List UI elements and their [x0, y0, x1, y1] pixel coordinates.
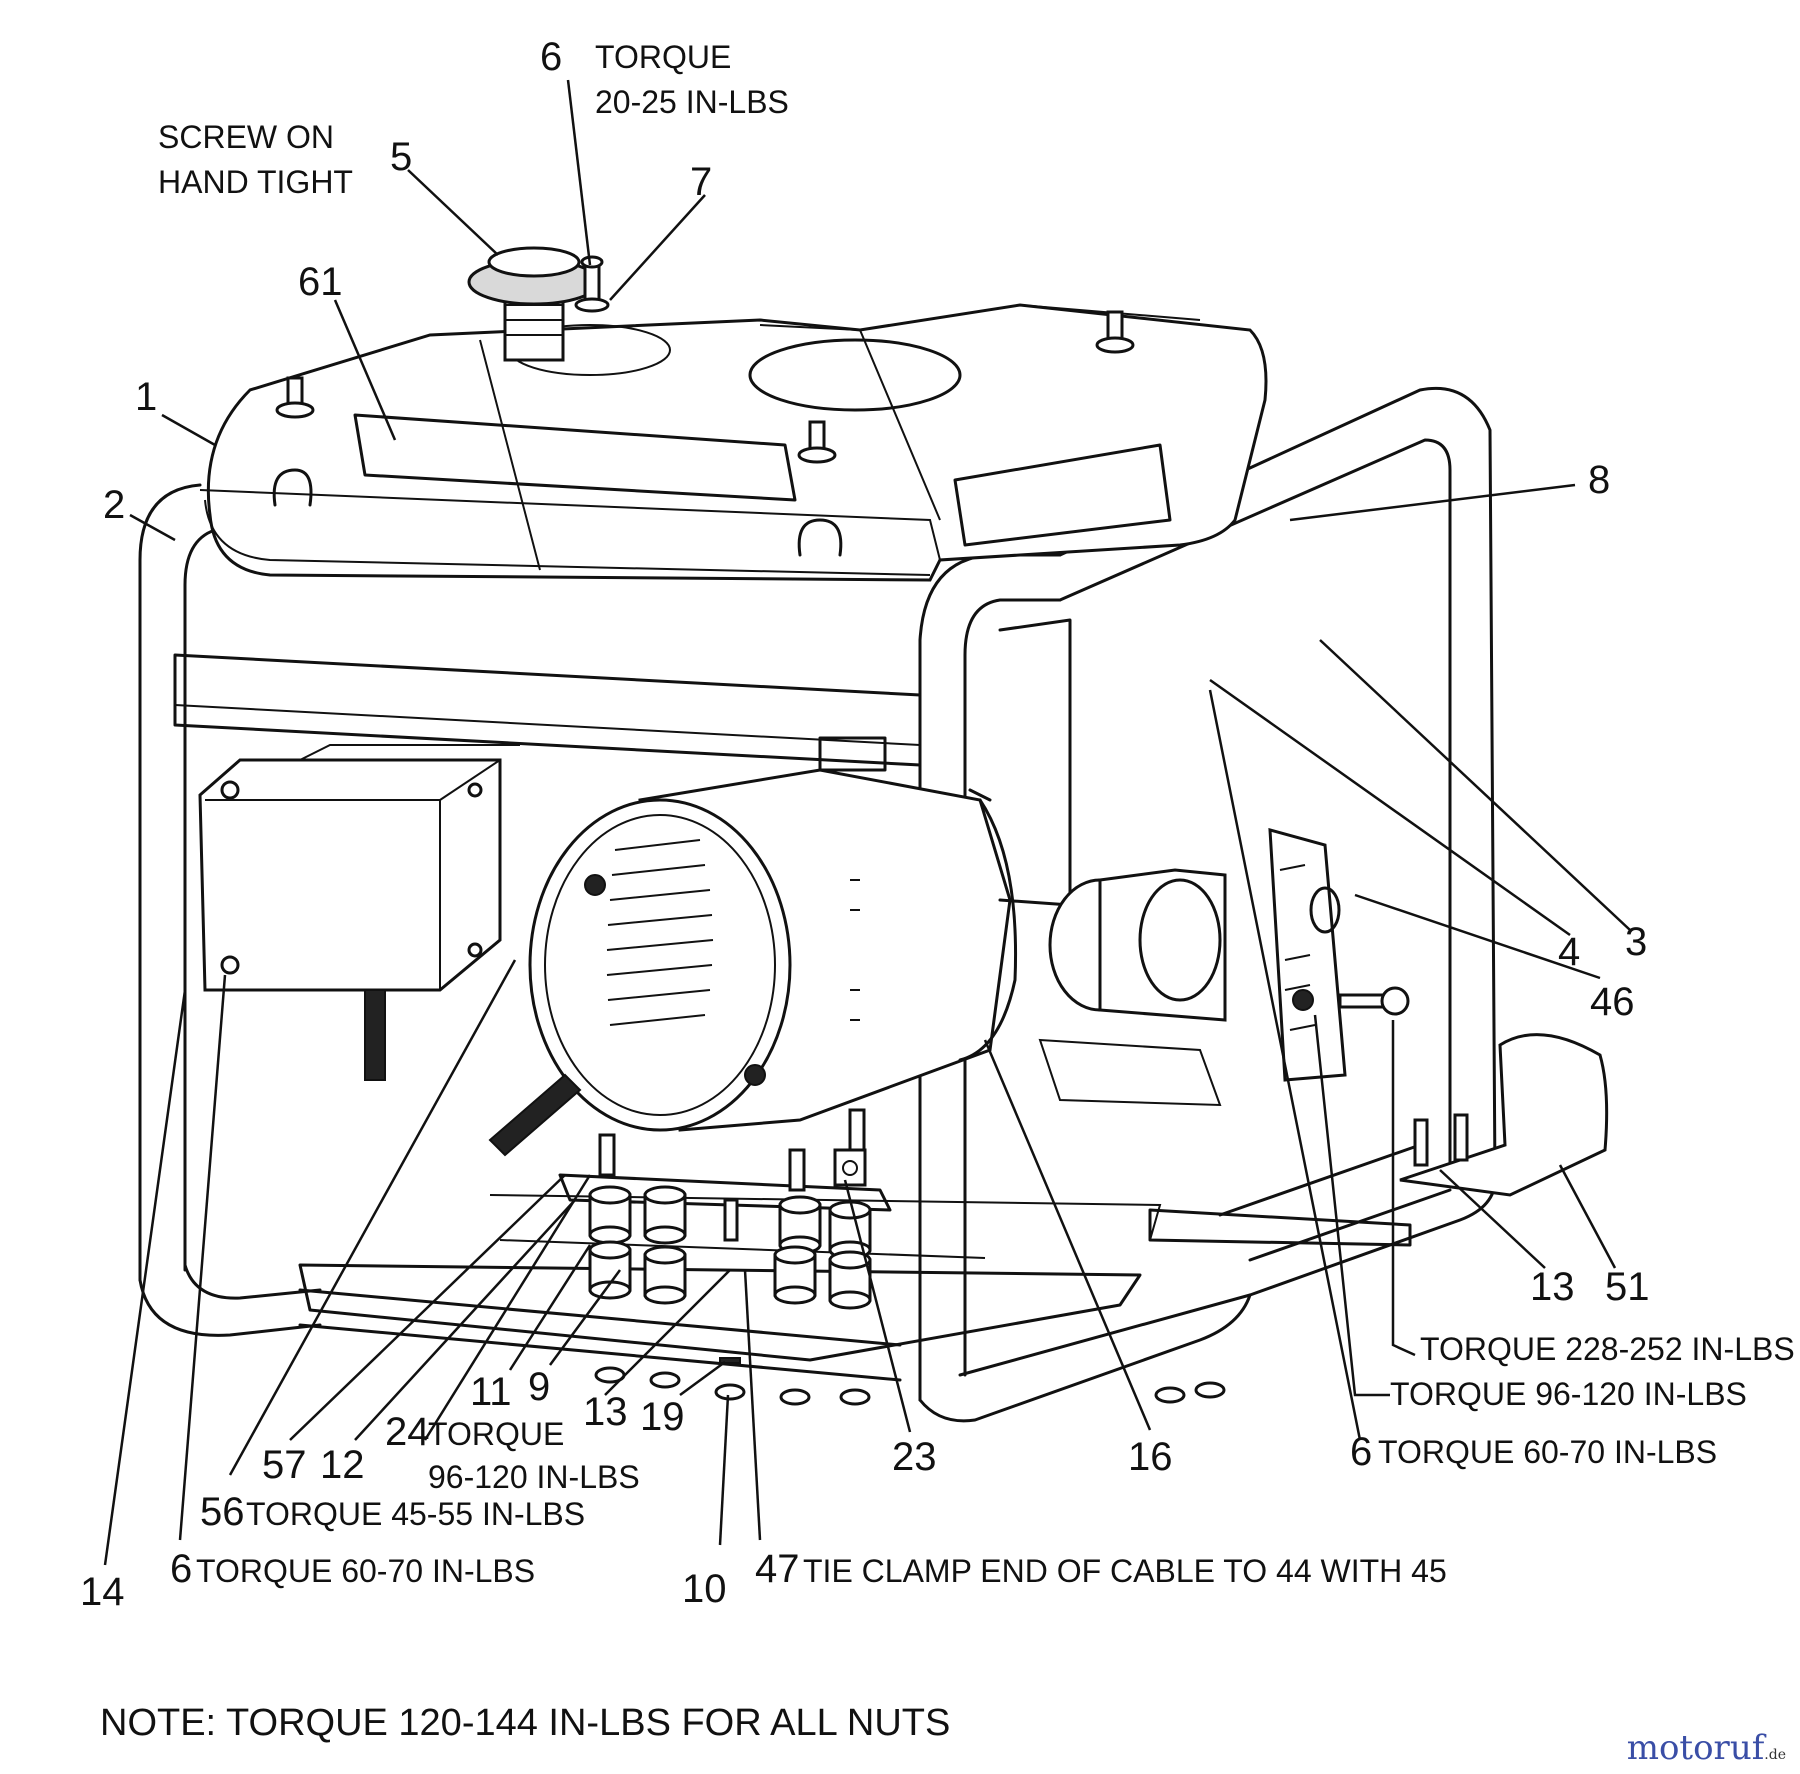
callout-47: 47 [755, 1547, 800, 1591]
callout-56: 56 [200, 1490, 245, 1534]
torque-note-top-line2: 20-25 IN-LBS [595, 84, 789, 120]
callout-6-right: 6 [1350, 1430, 1372, 1474]
callout-3: 3 [1625, 920, 1647, 964]
callout-12: 12 [320, 1443, 365, 1487]
footer-note: NOTE: TORQUE 120-144 IN-LBS FOR ALL NUTS [100, 1702, 950, 1744]
hose [488, 1073, 582, 1157]
callout-10: 10 [682, 1567, 727, 1611]
callout-16: 16 [1128, 1435, 1173, 1479]
torque-note-96-right: TORQUE 96-120 IN-LBS [1390, 1376, 1747, 1412]
alternator-louvers [606, 839, 714, 1026]
torque-note-60-left: TORQUE 60-70 IN-LBS [196, 1553, 535, 1589]
muffler-guard [1399, 1033, 1609, 1197]
base-plate [298, 1194, 1412, 1362]
torque-note-45: TORQUE 45-55 IN-LBS [246, 1496, 585, 1532]
callout-9: 9 [528, 1365, 550, 1409]
watermark-logo: motoruf.de [1627, 1728, 1786, 1768]
callout-46: 46 [1590, 980, 1635, 1024]
callout-8: 8 [1588, 458, 1610, 502]
washer-19 [719, 1357, 741, 1364]
base-nuts [594, 1366, 1226, 1406]
fuel-cap [467, 246, 601, 362]
control-box [198, 744, 520, 1081]
annotation-notes: TORQUE 20-25 IN-LBS SCREW ON HAND TIGHT … [100, 39, 1795, 1744]
callout-11: 11 [470, 1370, 512, 1414]
callout-6-left: 6 [170, 1547, 192, 1591]
tank-bolt [275, 376, 315, 419]
rubber-mount [588, 1185, 632, 1245]
rubber-mount [643, 1185, 687, 1245]
engine-mount-bolt [1292, 986, 1410, 1016]
callout-2: 2 [103, 483, 125, 527]
tie-clamp-note: TIE CLAMP END OF CABLE TO 44 WITH 45 [803, 1553, 1447, 1589]
callout-13: 13 [583, 1390, 628, 1434]
torque-note-24-line1: TORQUE [428, 1416, 564, 1452]
top-washer [574, 297, 610, 313]
rubber-mount [588, 1240, 632, 1300]
rubber-mount [828, 1200, 872, 1260]
callout-5: 5 [390, 135, 412, 179]
mount-bracket [558, 1173, 892, 1212]
watermark-brand: motoruf [1626, 1728, 1765, 1768]
top-bolt [580, 255, 604, 302]
engine [998, 618, 1347, 1107]
cross-rail [173, 653, 922, 772]
tank-bolt [797, 420, 837, 464]
torque-note-top-line1: TORQUE [595, 39, 731, 75]
leader-lines [103, 79, 1631, 1566]
guard-bolts [1413, 1113, 1469, 1167]
callout-4: 4 [1558, 930, 1580, 974]
callout-51: 51 [1605, 1265, 1650, 1309]
callout-6-top: 6 [540, 35, 562, 79]
callout-24: 24 [385, 1410, 430, 1454]
callout-14: 14 [80, 1570, 125, 1614]
rubber-mount [828, 1250, 872, 1310]
callout-1: 1 [135, 375, 157, 419]
vibration-mounts [588, 1185, 872, 1310]
watermark-tld: .de [1764, 1747, 1786, 1763]
decal-61-plate [353, 413, 797, 502]
callout-19: 19 [640, 1395, 685, 1439]
tank-bolt [1095, 310, 1135, 354]
callout-61: 61 [298, 260, 343, 304]
cable-clamp [833, 1148, 867, 1187]
callout-23: 23 [892, 1435, 937, 1479]
rubber-mount [643, 1245, 687, 1305]
callout-57: 57 [262, 1443, 307, 1487]
callout-7: 7 [690, 160, 712, 204]
torque-note-60-right: TORQUE 60-70 IN-LBS [1378, 1434, 1717, 1470]
callout-13-right: 13 [1530, 1265, 1575, 1309]
screw-note-line2: HAND TIGHT [158, 164, 353, 200]
alternator [528, 768, 1018, 1132]
torque-note-228: TORQUE 228-252 IN-LBS [1420, 1331, 1795, 1367]
fuel-tank [199, 303, 1268, 582]
torque-note-24-line2: 96-120 IN-LBS [428, 1459, 640, 1495]
rubber-mount [778, 1195, 822, 1255]
screw-note-line1: SCREW ON [158, 119, 334, 155]
callout-numbers: 6 5 7 61 1 2 8 4 3 46 13 51 6 16 23 11 9… [80, 35, 1650, 1614]
rubber-mount [773, 1245, 817, 1305]
